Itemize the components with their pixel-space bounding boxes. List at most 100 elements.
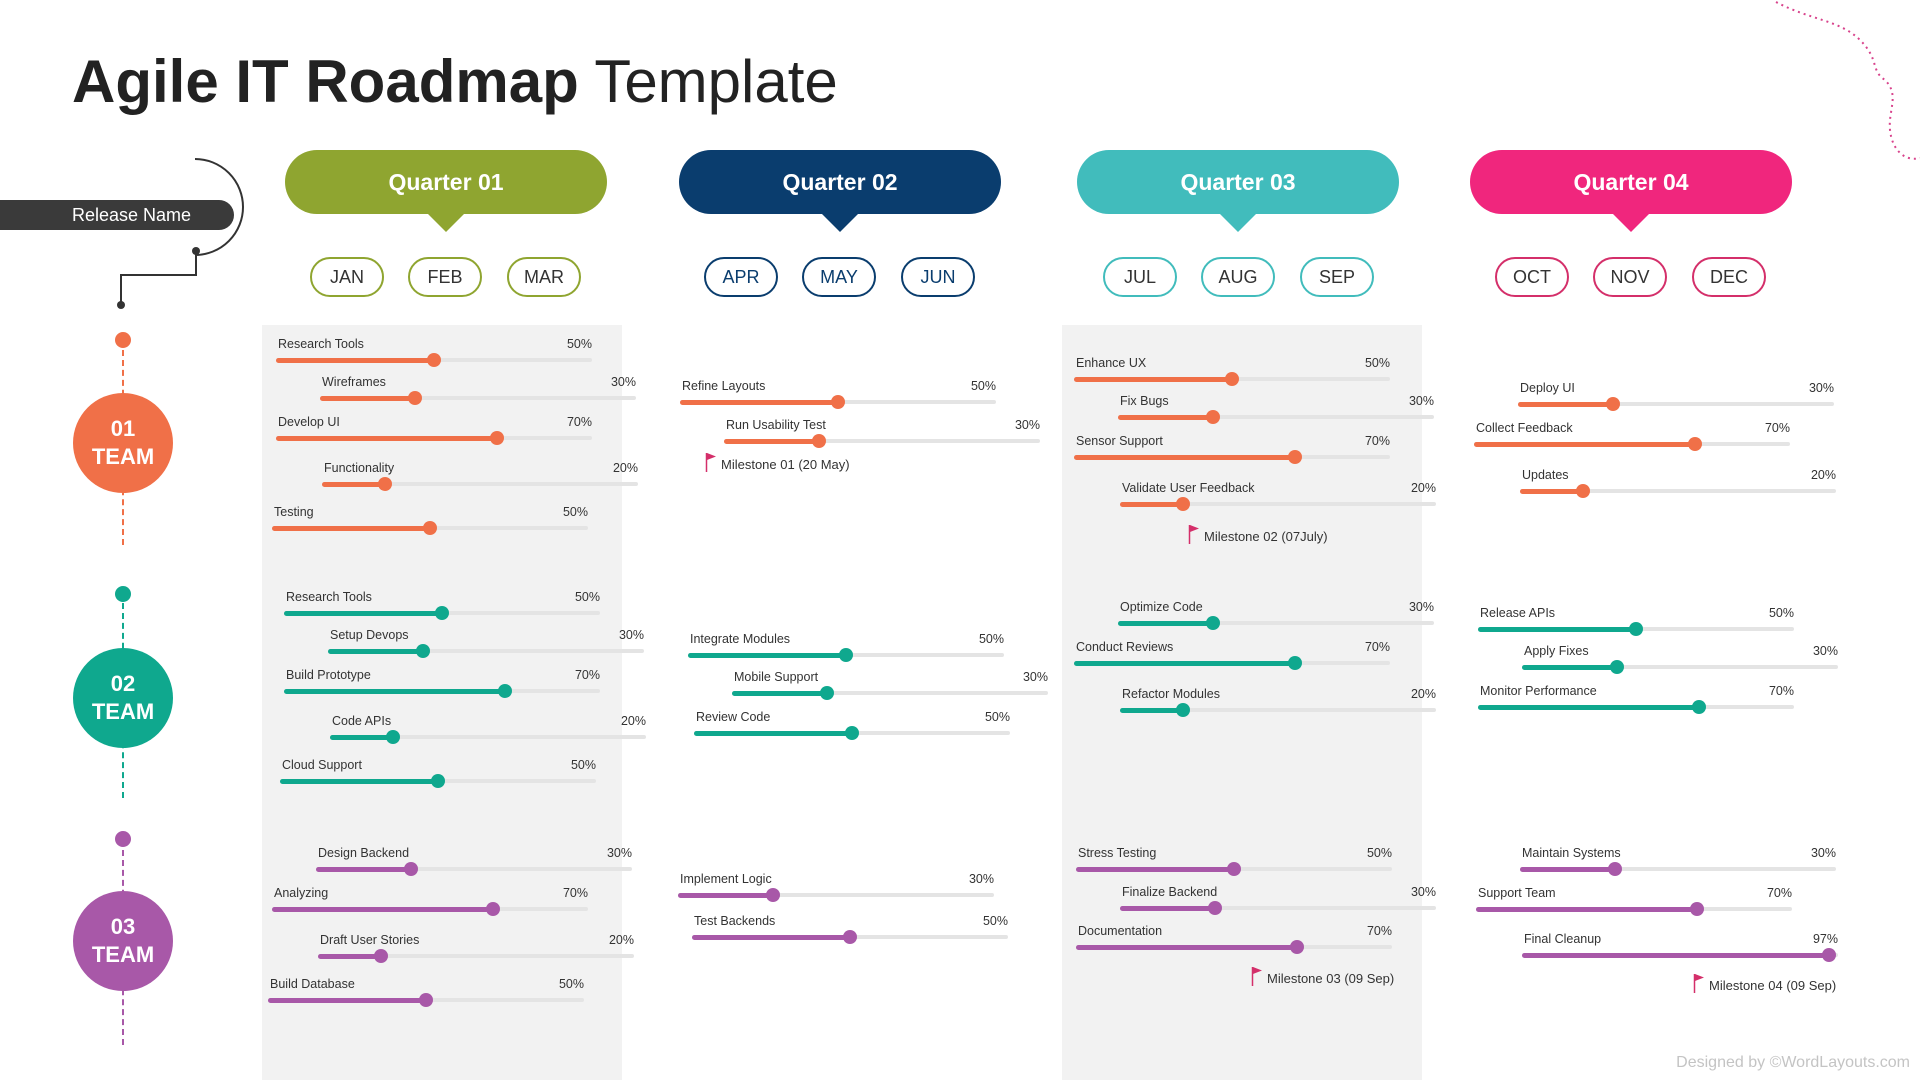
task-knob	[1821, 948, 1836, 962]
team-02-number: 02	[110, 671, 136, 696]
task-knob	[435, 606, 449, 620]
task-percent: 30%	[1408, 394, 1434, 408]
team-01-word: TEAM	[91, 444, 155, 469]
task-track	[1074, 450, 1390, 464]
team-01-number: 01	[110, 416, 136, 441]
task-fill	[1074, 454, 1296, 460]
footer-credit: Designed by ©WordLayouts.com	[1676, 1054, 1910, 1071]
task-percent: 70%	[1366, 924, 1392, 938]
task-track	[1522, 948, 1838, 962]
milestone-01: Milestone 01 (20 May)	[705, 452, 850, 472]
task-label: Refine Layouts	[682, 379, 766, 393]
task-fill	[276, 357, 434, 363]
task-percent: 70%	[1764, 421, 1790, 435]
task-track	[280, 774, 596, 788]
task-label: Implement Logic	[680, 872, 772, 886]
task-percent: 70%	[566, 415, 592, 429]
task-track	[678, 888, 994, 902]
team-03-badge: 03 TEAM	[73, 891, 173, 991]
task-fill	[692, 934, 850, 940]
task-label: Support Team	[1478, 886, 1556, 900]
task-fill	[272, 525, 430, 531]
task-percent: 20%	[1410, 481, 1436, 495]
milestone-label: Milestone 01 (20 May)	[721, 457, 850, 472]
task-knob	[486, 902, 501, 916]
task-knob	[1629, 622, 1643, 636]
task-fill	[1520, 866, 1615, 872]
task-label: Code APIs	[332, 714, 392, 728]
task-track	[1474, 437, 1790, 451]
task-bar: Conduct Reviews 70%	[1074, 640, 1390, 670]
task-knob	[1227, 862, 1241, 876]
task-fill	[268, 997, 426, 1003]
task-knob	[427, 353, 441, 367]
flag-icon	[1251, 967, 1262, 986]
task-label: Conduct Reviews	[1076, 640, 1174, 654]
task-knob	[498, 684, 513, 698]
task-percent: 50%	[978, 632, 1004, 646]
task-percent: 70%	[1364, 640, 1390, 654]
task-knob	[1205, 410, 1220, 424]
task-label: Deploy UI	[1520, 381, 1575, 395]
task-knob	[1605, 397, 1620, 411]
task-track	[694, 726, 1010, 740]
task-fill	[732, 690, 827, 696]
task-percent: 30%	[968, 872, 994, 886]
milestone-label: Milestone 03 (09 Sep)	[1267, 971, 1395, 986]
task-label: Run Usability Test	[726, 418, 826, 432]
task-track	[692, 930, 1008, 944]
task-track	[680, 395, 996, 409]
task-label: Testing	[274, 505, 314, 519]
month-jun: JUN	[901, 257, 975, 297]
task-label: Build Prototype	[286, 668, 371, 682]
task-percent: 20%	[1410, 687, 1436, 701]
task-percent: 50%	[558, 977, 584, 991]
task-fill	[1478, 626, 1636, 632]
task-fill	[1118, 620, 1213, 626]
task-track	[276, 431, 592, 445]
task-bar: Code APIs 20%	[330, 714, 646, 744]
task-label: Apply Fixes	[1524, 644, 1589, 658]
task-knob	[1692, 700, 1707, 714]
task-percent: 70%	[1768, 684, 1794, 698]
task-fill	[1120, 707, 1184, 713]
quarter-01-label: Quarter 01	[388, 168, 504, 195]
flag-icon	[1693, 974, 1704, 993]
month-nov: NOV	[1593, 257, 1667, 297]
task-fill	[318, 953, 382, 959]
task-fill	[1076, 944, 1298, 950]
task-track	[284, 684, 600, 698]
q3-column-background	[1062, 325, 1422, 1080]
month-may: MAY	[802, 257, 876, 297]
task-percent: 20%	[620, 714, 646, 728]
task-track	[322, 477, 638, 491]
task-knob	[765, 888, 780, 902]
task-label: Setup Devops	[330, 628, 409, 642]
task-fill	[1520, 488, 1584, 494]
task-fill	[1074, 660, 1296, 666]
task-track	[1478, 622, 1794, 636]
task-percent: 70%	[574, 668, 600, 682]
task-track	[268, 993, 584, 1007]
task-track	[320, 391, 636, 405]
flag-icon	[1188, 525, 1199, 544]
task-track	[688, 648, 1004, 662]
milestone-04: Milestone 04 (09 Sep)	[1693, 973, 1836, 993]
task-knob	[1688, 437, 1703, 451]
task-label: Research Tools	[278, 337, 364, 351]
task-label: Finalize Backend	[1122, 885, 1218, 899]
task-fill	[1076, 866, 1234, 872]
task-track	[1076, 862, 1392, 876]
task-label: Cloud Support	[282, 758, 362, 772]
task-knob	[1288, 656, 1303, 670]
